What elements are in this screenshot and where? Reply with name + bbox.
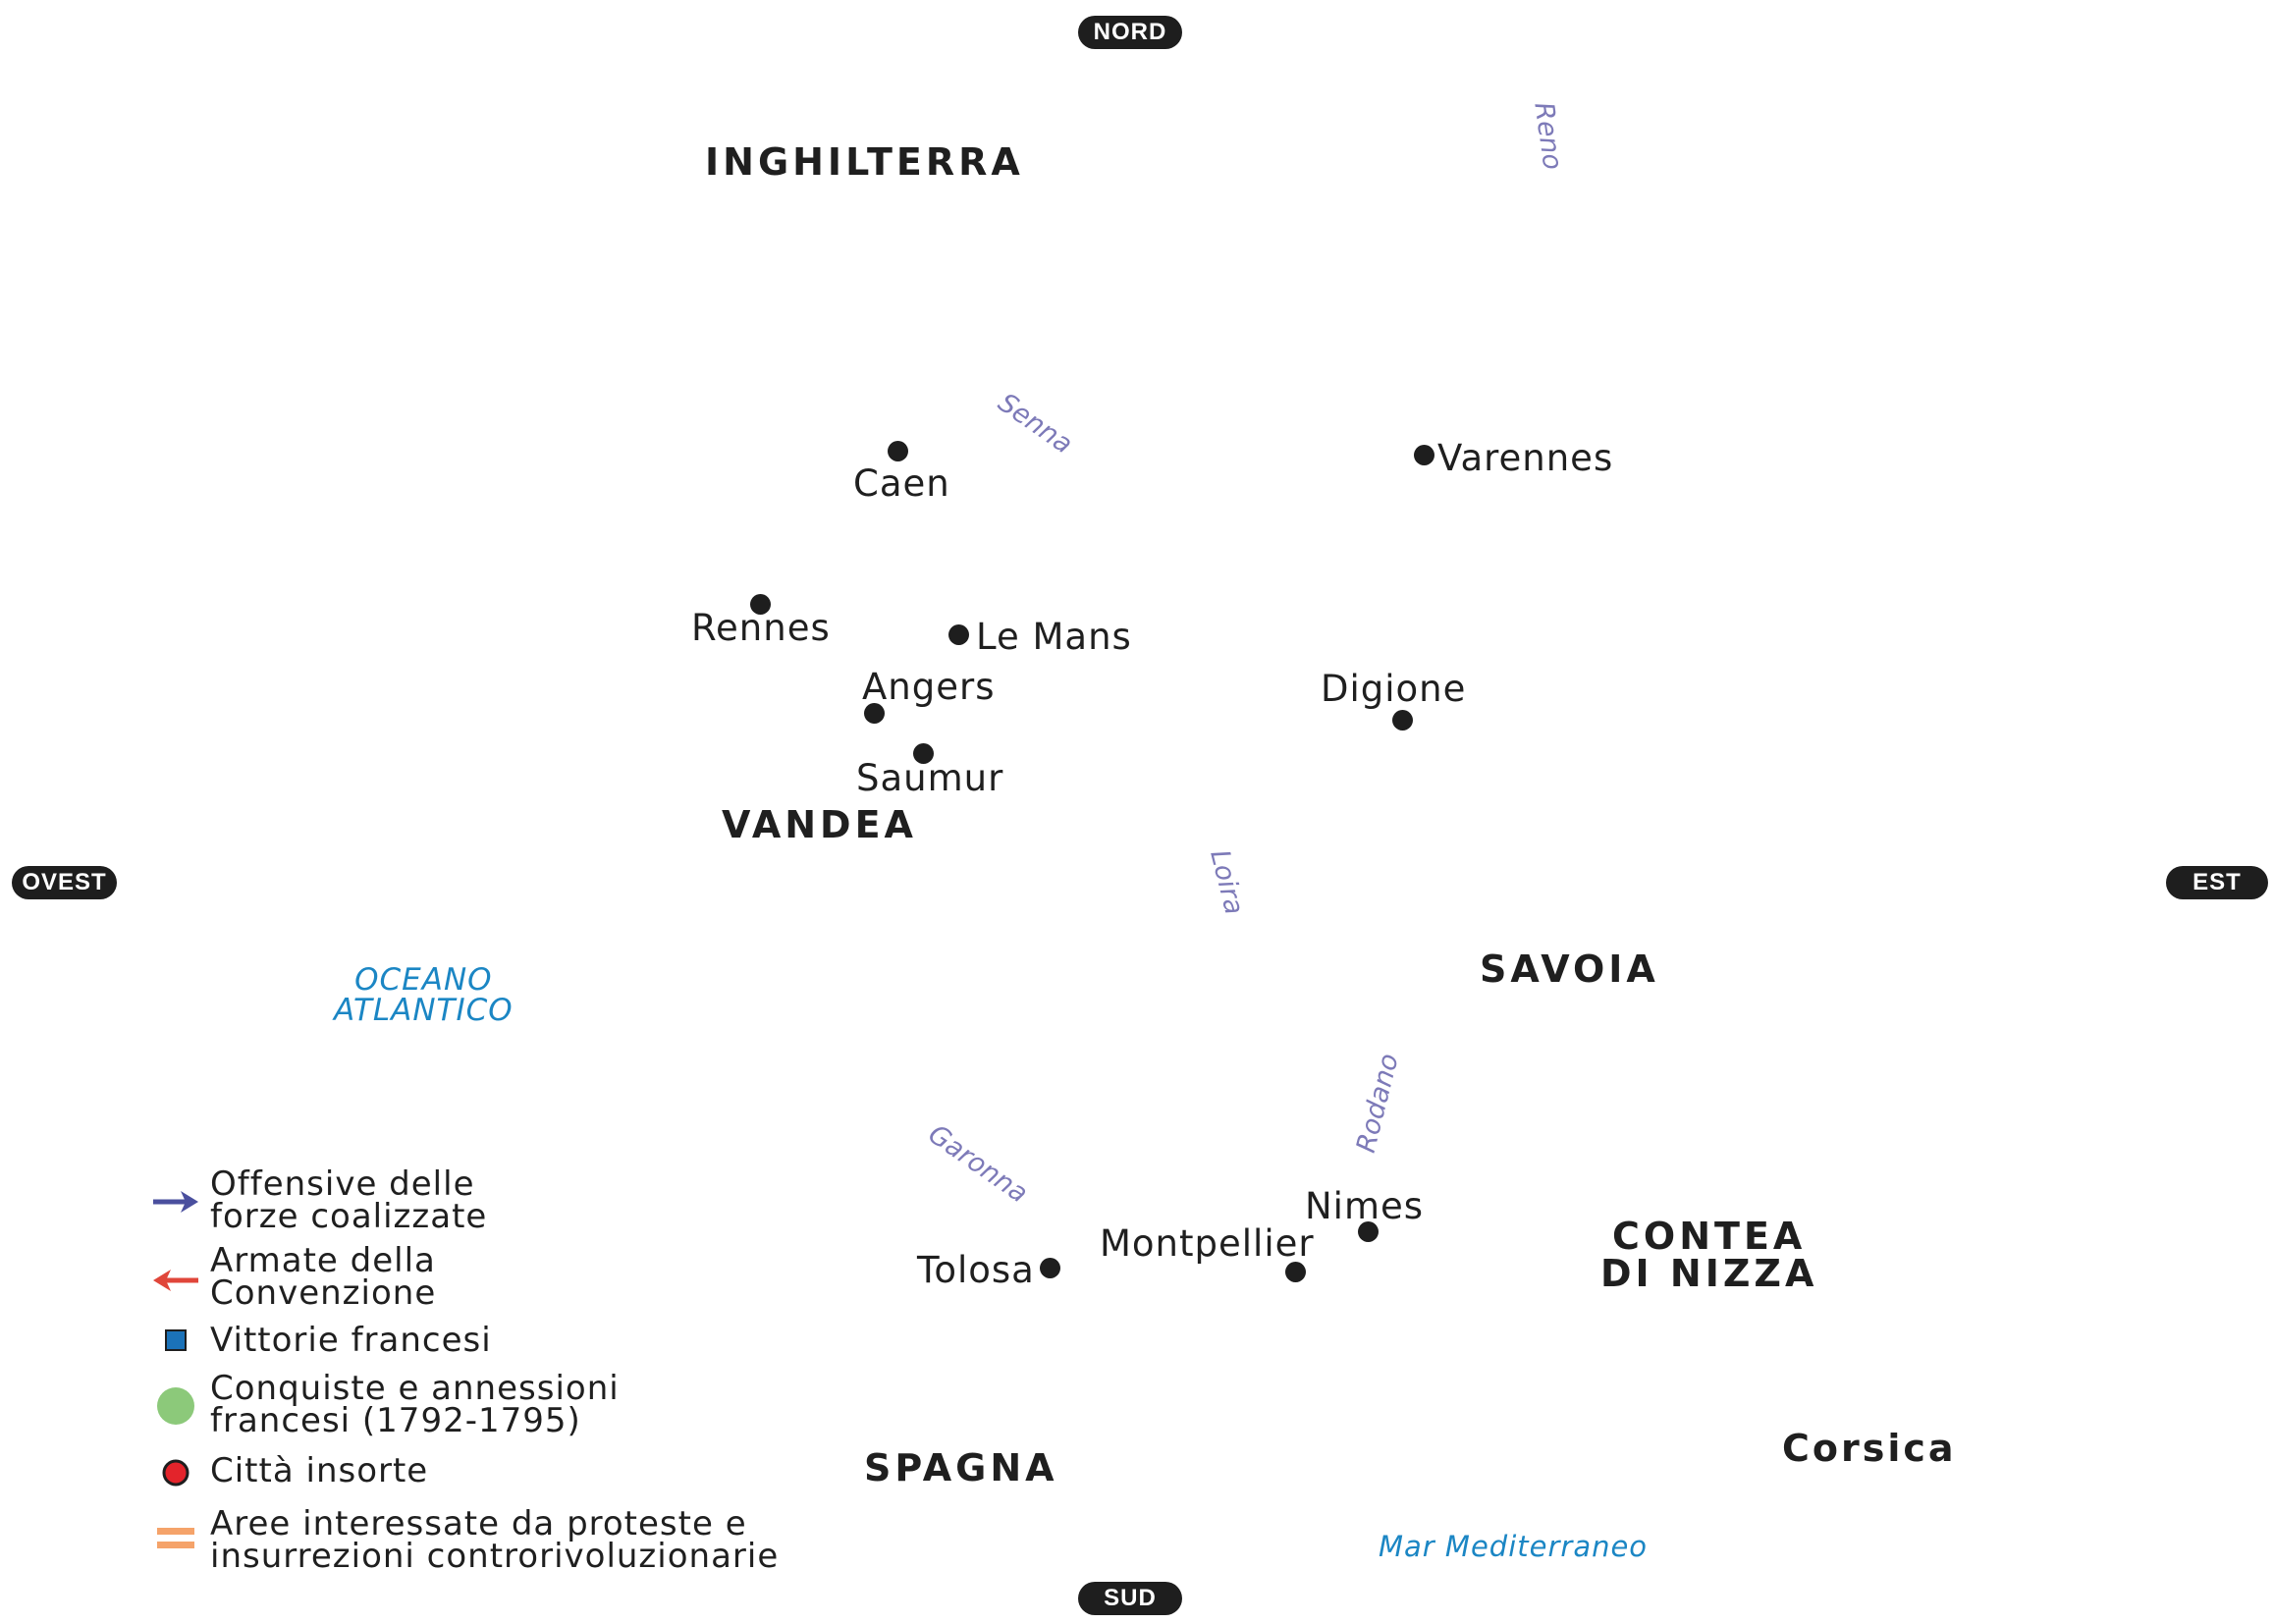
city-label-nimes: Nimes xyxy=(1305,1185,1425,1227)
river-rodano: Rodano xyxy=(1350,1050,1405,1157)
blue-square-icon xyxy=(165,1329,187,1351)
city-dot-angers xyxy=(864,703,885,724)
legend-citta: Città insorte xyxy=(210,1451,429,1490)
orange-lines-icon xyxy=(157,1528,194,1548)
city-dot-saumur xyxy=(913,743,934,764)
region-spagna: SPAGNA xyxy=(864,1446,1058,1489)
city-dot-montpellier xyxy=(1285,1262,1306,1282)
river-garonna: Garonna xyxy=(922,1118,1034,1210)
compass-west: OVEST xyxy=(12,866,117,899)
city-label-caen: Caen xyxy=(853,462,950,505)
compass-south: SUD xyxy=(1078,1582,1182,1615)
legend-conquiste-line2: francesi (1792-1795) xyxy=(210,1401,581,1440)
region-corsica: Corsica xyxy=(1782,1427,1957,1470)
city-label-angers: Angers xyxy=(862,666,996,708)
river-reno: Reno xyxy=(1528,100,1568,172)
legend-vittorie: Vittorie francesi xyxy=(210,1321,492,1360)
city-label-montpellier: Montpellier xyxy=(1100,1222,1315,1265)
legend-offensive-line1: Offensive delle xyxy=(210,1164,475,1204)
region-vandea: VANDEA xyxy=(722,803,917,846)
region-contea-line2: DI NIZZA xyxy=(1600,1252,1818,1295)
sea-oceano-line1: OCEANO xyxy=(354,962,493,998)
river-senna: Senna xyxy=(992,387,1078,460)
legend-offensive: Offensive delle forze coalizzate xyxy=(210,1164,488,1236)
sea-oceano-atlantico: OCEANO ATLANTICO xyxy=(334,965,514,1026)
sea-oceano-line2: ATLANTICO xyxy=(334,993,514,1028)
legend-armate: Armate della Convenzione xyxy=(210,1241,437,1313)
city-dot-digione xyxy=(1392,710,1413,731)
city-dot-le-mans xyxy=(948,624,969,645)
region-contea-line1: CONTEA xyxy=(1612,1215,1807,1258)
legend-armate-line1: Armate della xyxy=(210,1241,436,1280)
river-loira: Loira xyxy=(1204,846,1250,918)
legend-armate-line2: Convenzione xyxy=(210,1273,437,1313)
city-dot-rennes xyxy=(750,594,771,615)
city-dot-nimes xyxy=(1358,1221,1379,1242)
region-savoia: SAVOIA xyxy=(1480,947,1659,991)
legend-aree-line1: Aree interessate da proteste e xyxy=(210,1504,747,1543)
legend-conquiste-line1: Conquiste e annessioni xyxy=(210,1369,620,1408)
blue-arrow-icon xyxy=(153,1191,198,1213)
compass-north: NORD xyxy=(1078,16,1182,49)
city-label-tolosa: Tolosa xyxy=(917,1249,1035,1291)
red-arrow-icon xyxy=(153,1270,198,1291)
green-circle-icon xyxy=(157,1387,194,1425)
city-label-digione: Digione xyxy=(1321,668,1467,710)
city-dot-tolosa xyxy=(1040,1258,1060,1278)
city-label-le-mans: Le Mans xyxy=(976,616,1132,658)
legend-aree: Aree interessate da proteste e insurrezi… xyxy=(210,1504,780,1576)
city-dot-caen xyxy=(888,441,908,461)
city-label-rennes: Rennes xyxy=(691,607,831,649)
city-label-saumur: Saumur xyxy=(856,757,1004,799)
city-label-varennes: Varennes xyxy=(1437,437,1614,479)
sea-mediterraneo: Mar Mediterraneo xyxy=(1379,1530,1649,1563)
city-dot-varennes xyxy=(1414,445,1434,465)
region-inghilterra: INGHILTERRA xyxy=(705,140,1024,184)
legend-offensive-line2: forze coalizzate xyxy=(210,1197,488,1236)
compass-east: EST xyxy=(2166,866,2268,899)
legend-aree-line2: insurrezioni controrivoluzionarie xyxy=(210,1537,780,1576)
region-contea-di-nizza: CONTEA DI NIZZA xyxy=(1600,1218,1817,1292)
red-dot-icon xyxy=(162,1459,189,1487)
legend-conquiste: Conquiste e annessioni francesi (1792-17… xyxy=(210,1369,620,1440)
